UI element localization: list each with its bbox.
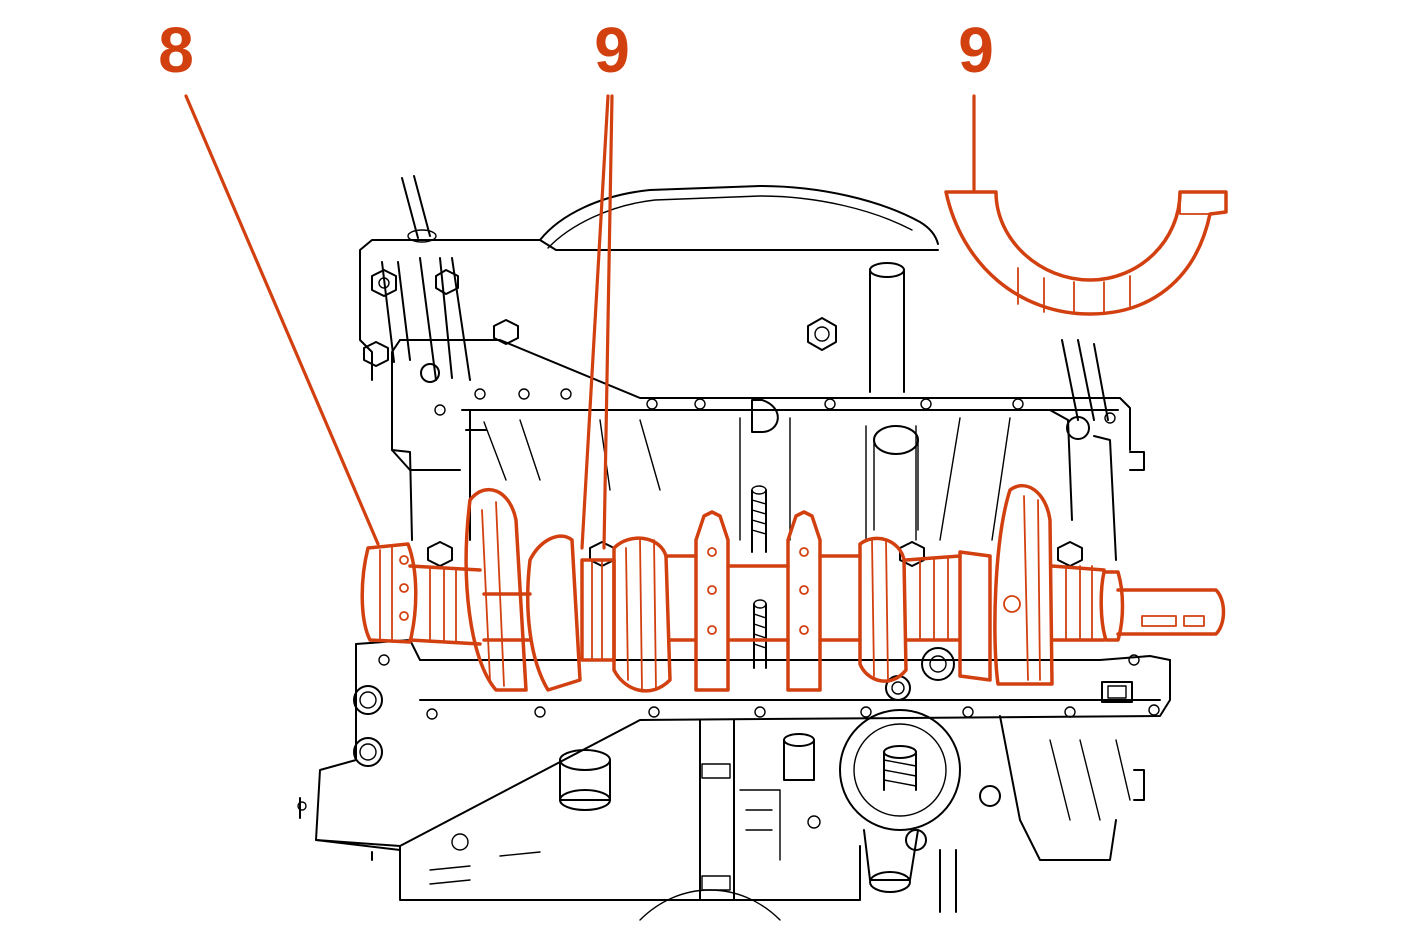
bearing-shell-detail xyxy=(944,190,1228,316)
callout-labels: 8 9 9 xyxy=(158,14,994,86)
engine-block-line-art xyxy=(297,175,1171,921)
leader-crankshaft xyxy=(184,94,380,546)
callout-bearing-shells-installed: 9 xyxy=(594,14,630,86)
leader-bearing-left xyxy=(580,94,610,550)
callout-crankshaft: 8 xyxy=(158,14,194,86)
callout-bearing-shell-detail: 9 xyxy=(958,14,994,86)
leader-bearing-center xyxy=(602,94,614,550)
crankshaft-highlight xyxy=(360,483,1226,693)
callout-leader-lines xyxy=(184,94,976,550)
